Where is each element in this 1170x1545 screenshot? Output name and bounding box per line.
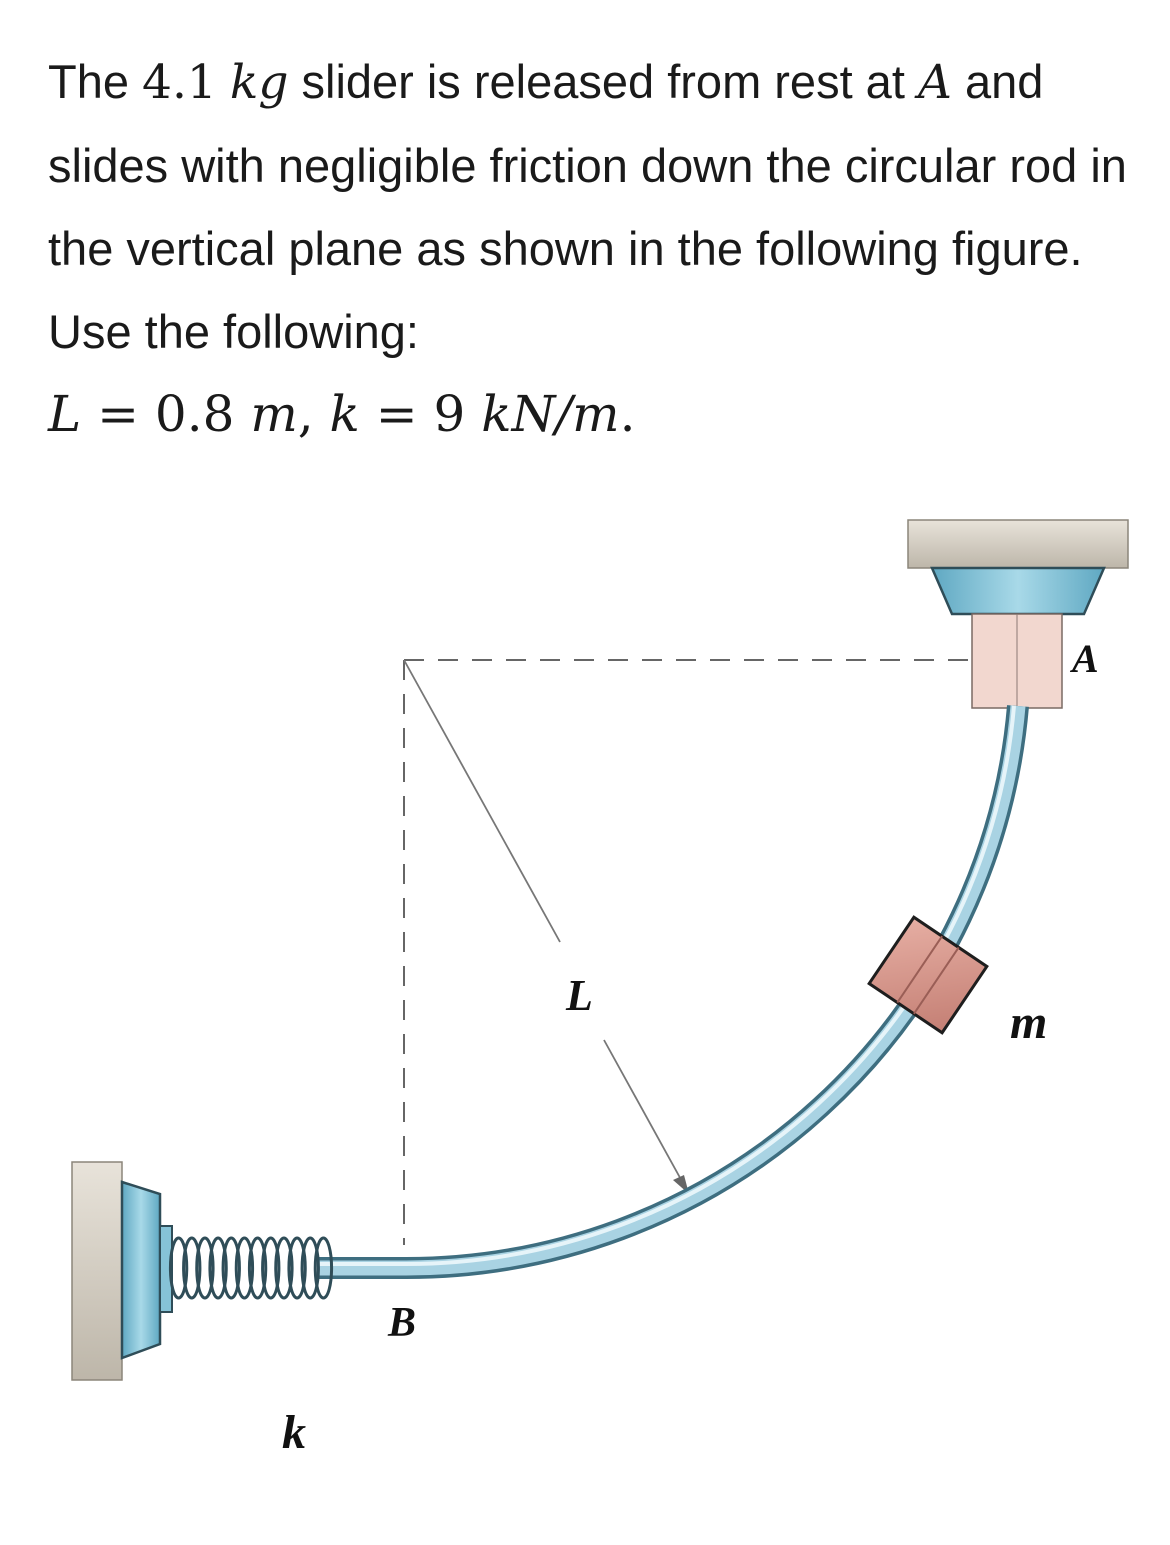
spring-coil <box>261 1236 281 1300</box>
problem-text-2: slider is released from rest at <box>288 55 918 108</box>
label-a: A <box>1069 636 1099 681</box>
spring <box>168 1236 334 1300</box>
problem-statement: The 4.1 kg slider is released from rest … <box>48 40 1138 456</box>
spring-coil <box>300 1236 320 1300</box>
k-value: 9 <box>433 385 466 443</box>
l-unit: m <box>250 385 298 443</box>
spring-coil <box>234 1236 255 1300</box>
spring-coil <box>247 1236 268 1300</box>
k-unit: kN/m <box>481 385 620 443</box>
spring-coil <box>274 1236 294 1300</box>
slider-block <box>867 915 989 1035</box>
ceiling-wall <box>907 519 1129 569</box>
spring-coil <box>287 1236 307 1300</box>
left-wall <box>71 1161 123 1381</box>
problem-text-1: The <box>48 55 143 108</box>
spring-coil <box>182 1236 202 1300</box>
problem-text-3: and slides with negligible friction down… <box>48 55 1127 358</box>
radius-dimension-line <box>403 659 561 943</box>
label-b: B <box>387 1300 416 1346</box>
k-symbol: k <box>329 385 360 443</box>
mass-unit: kg <box>229 55 289 110</box>
label-k: k <box>282 1406 306 1459</box>
l-symbol: L <box>48 385 82 443</box>
circular-rod-highlight <box>318 705 1016 1267</box>
spring-coil <box>221 1236 241 1300</box>
radius-dimension-line-lower <box>603 1039 690 1195</box>
l-value: 0.8 <box>154 385 235 443</box>
mass-value: 4.1 <box>142 55 217 110</box>
spring-coil <box>195 1236 215 1300</box>
label-l: L <box>565 971 593 1020</box>
spring-coil <box>313 1236 334 1300</box>
label-m: m <box>1010 996 1047 1049</box>
slider-rod-figure: A B L m k <box>71 519 1129 1459</box>
left-mount <box>120 1180 162 1360</box>
top-mount <box>930 566 1106 616</box>
point-a-text: A <box>917 55 952 110</box>
left-mount-plate <box>159 1225 173 1313</box>
spring-coil <box>208 1236 228 1300</box>
parameter-equation: L = 0.8 m, k = 9 kN/m. <box>48 385 636 443</box>
circular-rod <box>318 705 1026 1276</box>
spring-coil <box>168 1236 189 1300</box>
